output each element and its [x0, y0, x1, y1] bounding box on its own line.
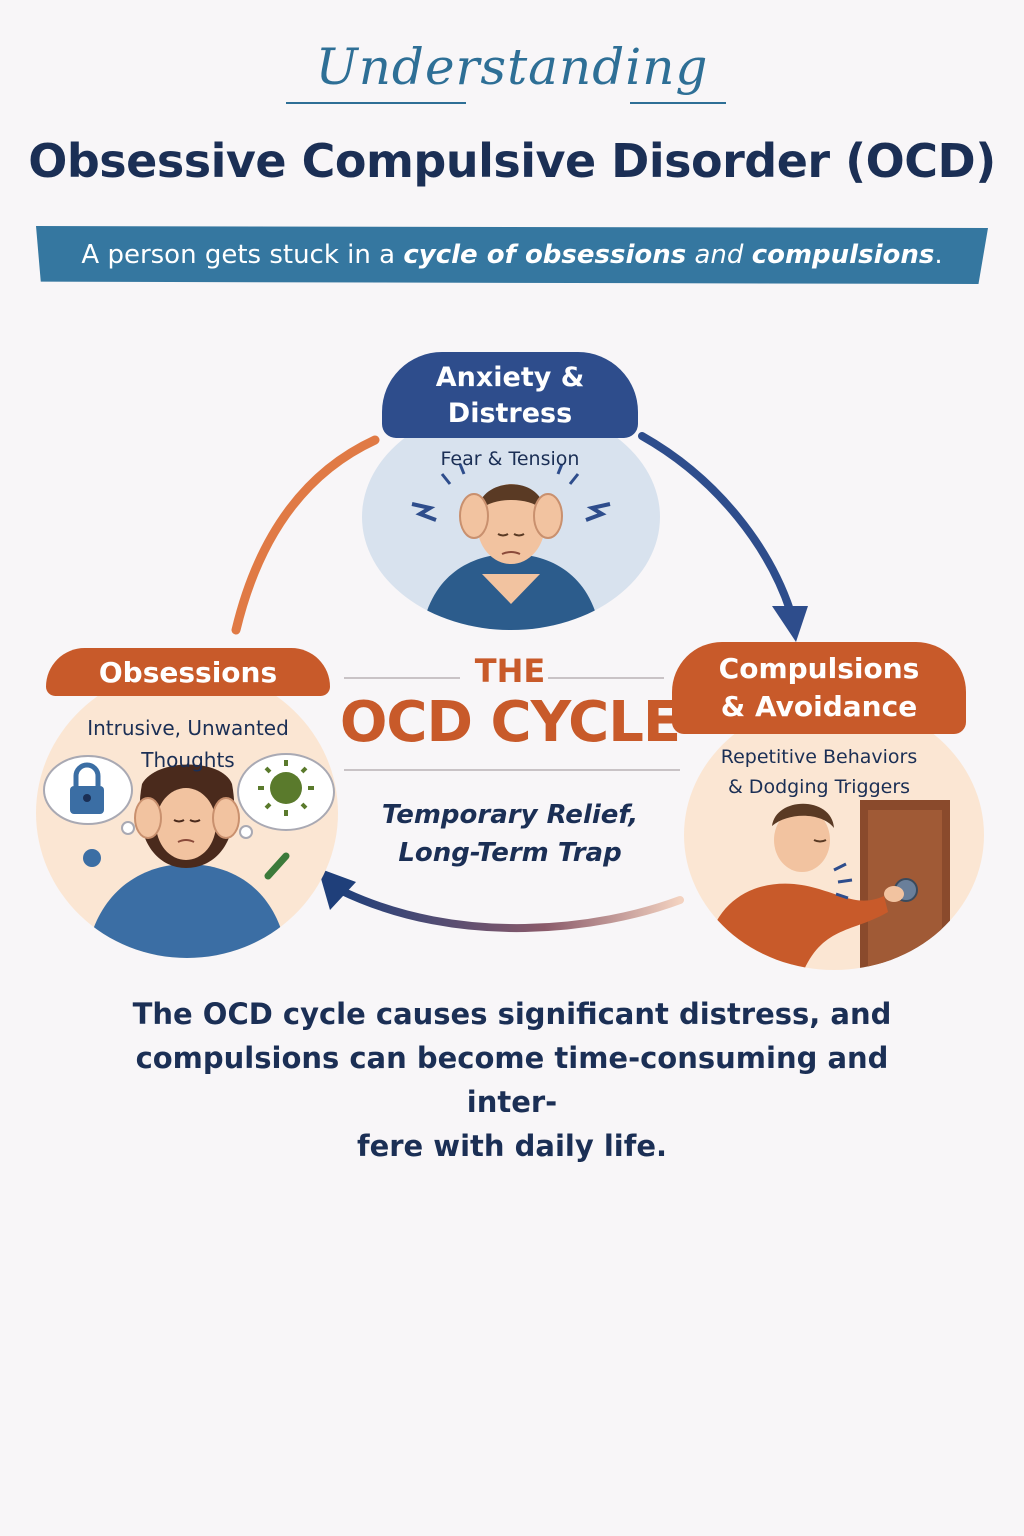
compulsions-title-line2: & Avoidance: [720, 690, 918, 723]
door-checking-man-illustration: [704, 800, 950, 970]
title-rule-right: [630, 102, 726, 104]
obsessions-header: [46, 648, 330, 696]
lock-thought-bubble: [43, 755, 135, 835]
germ-thought-bubble: [237, 753, 335, 839]
banner-period: .: [934, 240, 943, 270]
center-tagline-line2: Long-Term Trap: [398, 838, 622, 868]
center-tagline-line1: Temporary Relief,: [381, 800, 639, 830]
footer-text: The OCD cycle causes significant distres…: [130, 992, 894, 1168]
banner-emph-cycle: cycle of obsessions: [403, 240, 687, 270]
compulsions-header: [672, 642, 966, 734]
obsessions-subtitle-line2: Thoughts: [141, 748, 235, 772]
anxious-person-illustration: [411, 463, 611, 630]
arrow-anxiety-to-compulsions: [638, 432, 794, 614]
arrowhead-compulsions: [772, 606, 808, 642]
arrow-obsessions-to-anxiety: [231, 435, 380, 635]
compulsions-bubble: [684, 700, 984, 970]
title-rule-left: [286, 102, 466, 104]
cycle-arrows: [231, 432, 808, 933]
footer-line1: The OCD cycle causes significant distres…: [132, 997, 892, 1031]
anxiety-bubble: [362, 404, 660, 630]
obsessions-title: Obsessions: [98, 656, 278, 689]
compulsions-subtitle-line1: Repetitive Behaviors: [720, 746, 918, 768]
anxiety-title-line1: Anxiety &: [435, 362, 585, 393]
banner-and: and: [686, 240, 752, 270]
banner-emph-compulsions: compulsions: [751, 240, 935, 270]
footer-line3: fere with daily life.: [356, 1129, 668, 1163]
compulsions-subtitle-line2: & Dodging Triggers: [727, 776, 911, 798]
center-the: THE: [474, 652, 546, 690]
anxiety-title-line2: Distress: [447, 398, 573, 429]
compulsions-title: Compulsions & Avoidance: [672, 650, 966, 726]
worried-woman-illustration: [43, 753, 335, 958]
center-cycle-title: OCD CYCLE: [339, 690, 681, 755]
arrowhead-obsessions: [318, 868, 356, 910]
compulsions-title-line1: Compulsions: [718, 652, 920, 685]
obsessions-subtitle-line1: Intrusive, Unwanted: [87, 716, 289, 740]
anxiety-subtitle: Fear & Tension: [440, 448, 580, 470]
anxiety-header: [382, 352, 638, 438]
page-title: Obsessive Compulsive Disorder (OCD): [28, 134, 996, 188]
banner-text: A person gets stuck in a cycle of obsess…: [36, 240, 988, 270]
compulsions-subtitle: Repetitive Behaviors & Dodging Triggers: [672, 742, 966, 802]
obsessions-subtitle: Intrusive, Unwanted Thoughts: [46, 712, 330, 776]
subtitle-banner: [36, 226, 988, 284]
script-title: Understanding: [315, 38, 709, 96]
footer-line2: compulsions can become time-consuming an…: [135, 1041, 889, 1119]
banner-text-plain: A person gets stuck in a: [81, 240, 404, 270]
anxiety-title: Anxiety & Distress: [382, 360, 638, 432]
obsessions-bubble: [36, 668, 338, 958]
arrow-compulsions-to-obsessions: [336, 886, 684, 933]
center-tagline: Temporary Relief, Long-Term Trap: [340, 796, 680, 872]
